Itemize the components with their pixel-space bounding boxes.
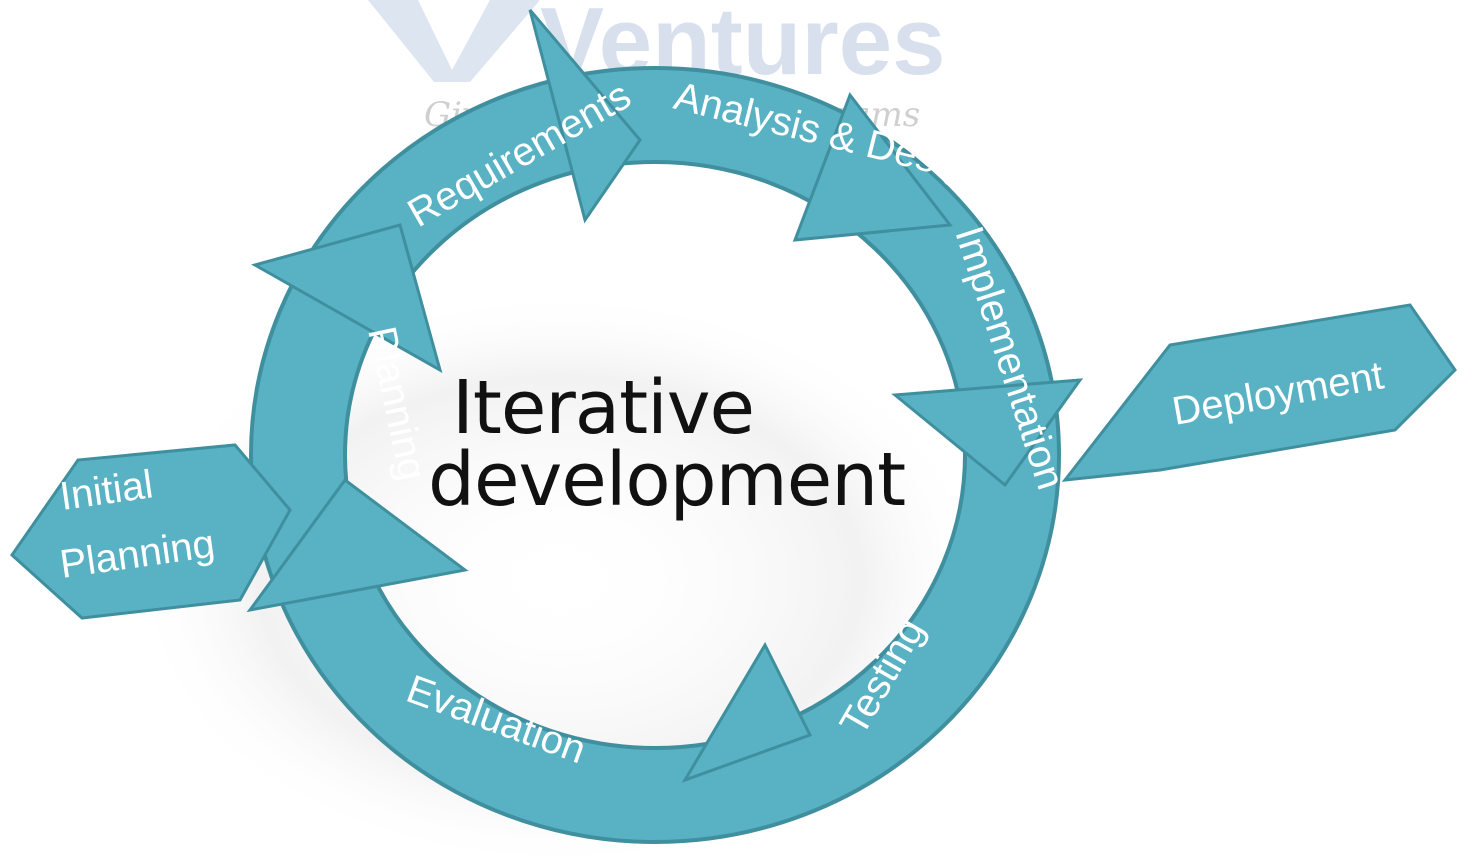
watermark-v-mark — [368, 0, 540, 82]
entry-arrow-shape — [10, 443, 292, 620]
center-title-line1: Iterative — [452, 365, 755, 451]
arrowhead-requirements — [528, 9, 642, 224]
cycle-ring — [246, 9, 1084, 844]
arrowhead-planning — [251, 223, 443, 374]
center-title: Iterative development — [428, 365, 906, 523]
entry-arrow: Initial Planning — [10, 443, 292, 620]
arrowhead-testing — [681, 641, 813, 783]
exit-arrow: Deployment — [1061, 303, 1457, 482]
center-title-line2: development — [428, 437, 906, 523]
arrowhead-implementation — [891, 378, 1084, 488]
exit-arrow-shape — [1061, 303, 1457, 482]
arrowhead-analysis-design — [792, 91, 953, 242]
arrowhead-evaluation — [246, 477, 469, 613]
